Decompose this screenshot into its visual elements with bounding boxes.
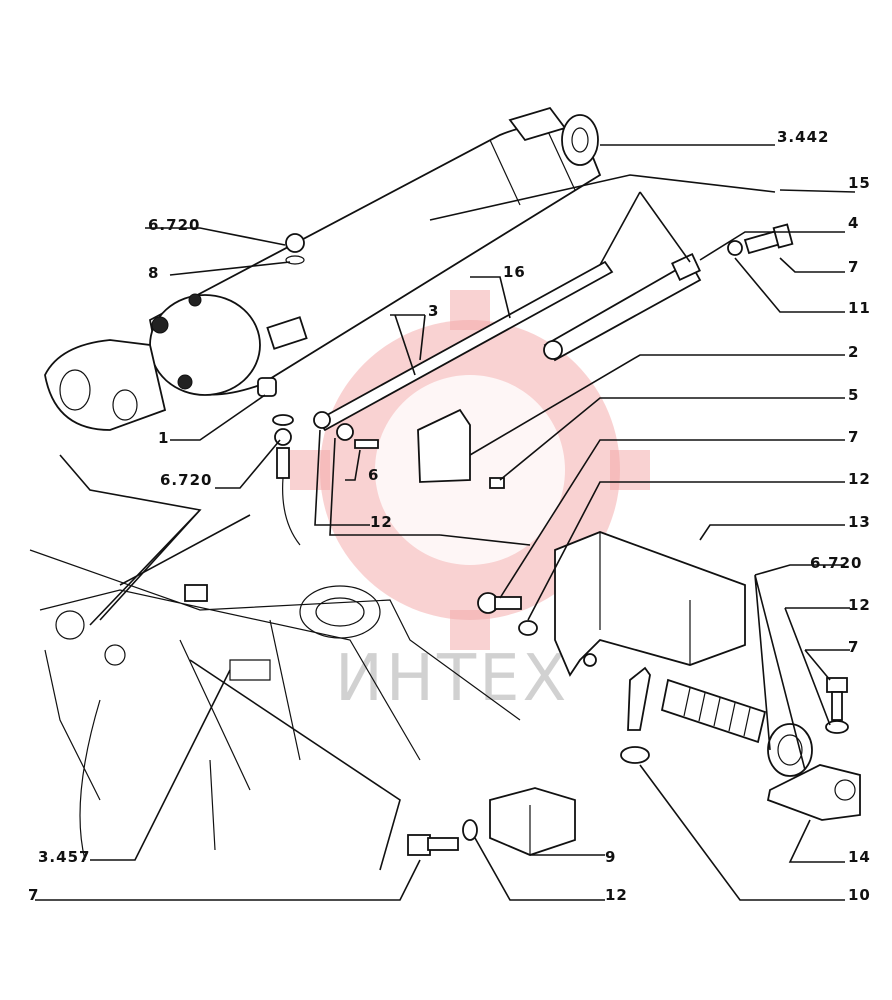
rod-15 <box>543 260 702 362</box>
washer-12-right <box>825 720 849 734</box>
label-6720-top: 6.720 <box>148 216 200 234</box>
bolt-7-right <box>826 677 848 693</box>
bracket-2 <box>417 408 471 483</box>
clamp-10 <box>620 746 650 764</box>
label-12-left: 12 <box>370 513 393 531</box>
label-3457: 3.457 <box>38 848 90 866</box>
nut-6720-right <box>767 723 813 777</box>
label-11: 11 <box>848 299 871 317</box>
label-14: 14 <box>848 848 871 866</box>
block-9 <box>489 787 576 856</box>
label-13: 13 <box>848 513 871 531</box>
label-5: 5 <box>848 386 859 404</box>
bracket-plate <box>266 316 308 350</box>
label-12-bottom: 12 <box>605 886 628 904</box>
washer-11 <box>727 240 743 256</box>
label-7-mid: 7 <box>848 428 859 446</box>
label-6720-left: 6.720 <box>160 471 212 489</box>
label-9: 9 <box>605 848 616 866</box>
label-8: 8 <box>148 264 159 282</box>
label-12-right: 12 <box>848 596 871 614</box>
label-16: 16 <box>503 263 526 281</box>
label-12-mid: 12 <box>848 470 871 488</box>
label-7-right: 7 <box>848 638 859 656</box>
label-3: 3 <box>428 302 439 320</box>
cover-13 <box>554 531 746 677</box>
watermark-text: ИНТЕХ <box>335 642 569 716</box>
bushing-1 <box>257 377 277 397</box>
bracket-14 <box>766 764 861 821</box>
bolt-6 <box>354 439 379 449</box>
leader-lines <box>35 144 856 901</box>
hydraulic-cylinder <box>44 106 602 431</box>
frame-3457 <box>29 549 521 861</box>
label-2: 2 <box>848 343 859 361</box>
label-1: 1 <box>158 429 169 447</box>
screw-5 <box>489 477 505 489</box>
label-4: 4 <box>848 214 859 232</box>
bolt-7-bottom <box>407 834 431 856</box>
washer-12-mid <box>518 620 538 636</box>
bolt-washer-6720 <box>272 414 301 546</box>
label-7-top: 7 <box>848 258 859 276</box>
washer-12 <box>336 423 354 441</box>
label-6: 6 <box>368 466 379 484</box>
label-6720-right: 6.720 <box>810 554 862 572</box>
label-3442: 3.442 <box>777 128 829 146</box>
label-10: 10 <box>848 886 871 904</box>
bellows-boot <box>660 678 767 744</box>
nut-6720-top <box>285 233 305 265</box>
washer-12-bottom <box>462 819 478 841</box>
label-7-bottom: 7 <box>28 886 39 904</box>
label-15: 15 <box>848 174 871 192</box>
